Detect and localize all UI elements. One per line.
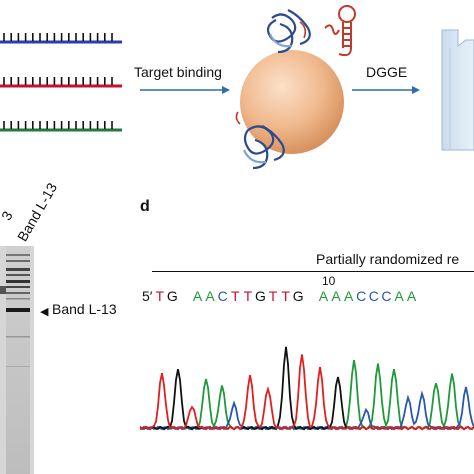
base-letter: A [205,288,215,304]
chromatogram [140,346,474,431]
oligo-strand-green [0,121,122,132]
base-letter: C [356,288,367,304]
region-bracket-line [152,271,474,272]
base-letter: C [381,288,392,304]
base-letter: A [406,288,417,304]
base-letter: T [155,288,164,304]
base-letter: A [331,288,341,304]
gel-image [0,246,34,474]
dgge-label: DGGE [366,64,408,80]
base-letter: A [318,288,329,304]
base-letter: C [217,288,228,304]
base-letter: C [368,288,379,304]
oligo-strand-red [0,77,122,88]
band-label: Band L-13 [52,301,117,317]
trace-T [140,354,474,431]
base-letter: T [231,288,240,304]
band-pointer-icon: ◀ [40,306,49,318]
gel-smear-band [6,280,30,283]
base-letter: A [343,288,354,304]
base-letter: A [394,288,404,304]
target-binding-arrowhead [222,86,230,94]
base-letter: T [268,288,278,304]
gel-smear-band [6,268,30,271]
gel-smear-band [6,260,30,262]
region-label: Partially randomized re [316,251,460,267]
gel-band-marker [0,286,6,294]
oligo-strand-blue [0,33,122,44]
lane-label-partial: 3 [0,208,16,223]
gel-smear-band [6,254,30,256]
base-letter: G [166,288,178,304]
aptamer-hairpin [324,5,356,57]
base-letter: A [192,288,203,304]
gel-smear-band [6,366,30,367]
gel-smear-band [6,292,30,294]
dgge-gel-cassette [441,29,474,151]
gel-smear-band [6,286,30,288]
base-letter: T [281,288,290,304]
gel-smear-band [6,274,30,276]
bead [240,50,344,154]
selection-schematic [0,5,474,170]
gel-band-l13 [6,308,30,312]
target-protein-bottom [235,111,285,170]
dgge-arrowhead [412,86,420,94]
target-binding-label: Target binding [134,64,222,80]
trace-A [140,359,474,431]
panel-letter-d: d [140,198,150,215]
base-letter: T [243,288,253,304]
gel-smear-band [6,298,30,300]
gel-smear-band [6,336,30,338]
position-marker: 10 [322,274,336,288]
base-letter: G [255,288,266,304]
prime-label: 5′ [142,288,153,304]
target-protein-top [266,9,311,54]
base-letter: G [292,288,304,304]
